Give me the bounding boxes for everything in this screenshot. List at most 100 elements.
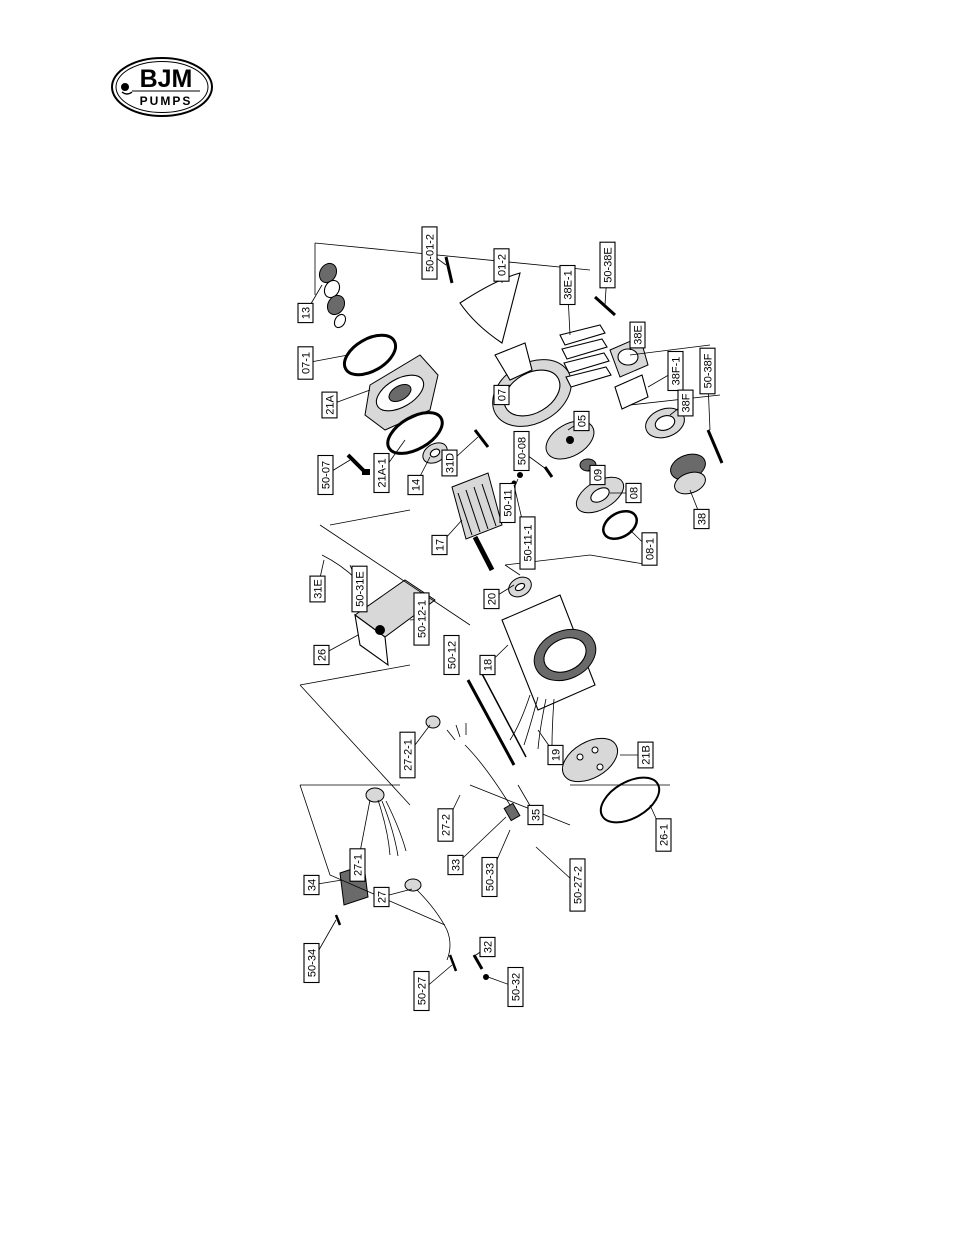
callout-box: 32 — [479, 936, 496, 958]
callout-38: 38 — [689, 489, 710, 530]
callout-box: 21A — [321, 391, 338, 419]
callout-label: 50-38F — [703, 353, 715, 388]
part-27-1-clamp — [365, 787, 407, 857]
callout-50-01-2: 50-01-2 — [421, 226, 447, 280]
callout-01-2: 01-2 — [493, 248, 510, 284]
part-50-34-screw — [334, 914, 342, 926]
callout-50-31E: 50-31E — [349, 564, 368, 613]
callout-box: 08 — [625, 482, 642, 504]
callout-box: 18 — [479, 654, 496, 676]
callout-box: 26 — [313, 644, 330, 666]
callout-label: 08 — [629, 487, 641, 499]
callout-box: 38E-1 — [559, 264, 576, 306]
callout-box: 31E — [309, 575, 326, 603]
callout-label: 38F-1 — [671, 357, 683, 386]
callout-label: 38 — [697, 513, 709, 525]
part-35-rods — [466, 669, 527, 766]
callout-18: 18 — [479, 644, 509, 676]
callout-label: 50-34 — [307, 949, 319, 977]
callout-label: 05 — [577, 415, 589, 427]
callout-19: 19 — [537, 729, 564, 766]
callout-box: 50-11 — [499, 482, 516, 524]
callout-box: 50-31E — [351, 565, 368, 613]
part-50-27-screw — [448, 954, 458, 972]
callout-label: 21B — [641, 745, 653, 765]
callout-label: 50-07 — [321, 461, 333, 489]
callout-08: 08 — [610, 482, 642, 504]
callout-box: 50-11-1 — [519, 516, 536, 570]
callout-box: 05 — [573, 410, 590, 432]
part-21b-end-plate — [562, 737, 618, 783]
callout-label: 26-1 — [659, 824, 671, 846]
callout-14: 14 — [407, 456, 431, 496]
part-01-2-plate — [459, 272, 521, 344]
part-32-screw — [472, 954, 484, 970]
callout-50-33: 50-33 — [481, 829, 511, 898]
callout-31D: 31D — [441, 436, 479, 477]
callout-27-2: 27-2 — [437, 794, 461, 842]
part-31d-pin — [473, 429, 490, 448]
callout-label: 50-08 — [517, 437, 529, 465]
callout-label: 27-2-1 — [403, 739, 415, 771]
callout-box: 34 — [303, 874, 320, 896]
callout-label: 08-1 — [645, 538, 657, 560]
callout-box: 13 — [297, 302, 314, 324]
callout-box: 50-32 — [507, 966, 524, 1008]
callout-label: 34 — [307, 879, 319, 891]
callout-label: 50-11-1 — [523, 524, 535, 561]
callout-13: 13 — [297, 284, 323, 324]
callout-box: 19 — [547, 744, 564, 766]
callout-box: 50-12-1 — [413, 592, 430, 646]
callout-50-11: 50-11 — [499, 478, 519, 524]
callout-50-12-1: 50-12-1 — [409, 592, 430, 646]
callout-label: 21A — [325, 395, 337, 415]
callout-17: 17 — [431, 519, 463, 556]
callout-label: 09 — [593, 469, 605, 481]
callout-38E: 38E — [629, 321, 646, 351]
callout-08-1: 08-1 — [629, 529, 658, 566]
callout-label: 26 — [317, 649, 329, 661]
callout-label: 50-33 — [485, 863, 497, 891]
part-50-32-washer — [483, 974, 489, 980]
callout-label: 50-01-2 — [425, 234, 437, 272]
callout-box: 50-01-2 — [421, 226, 438, 280]
callout-label: 27-2 — [441, 814, 453, 836]
callout-box: 14 — [407, 474, 424, 496]
callout-label: 27-1 — [353, 854, 365, 876]
callout-box: 38F-1 — [667, 350, 684, 392]
callout-50-07: 50-07 — [317, 454, 351, 496]
part-27-2-cable — [446, 723, 511, 806]
callout-33: 33 — [447, 816, 507, 876]
callout-box: 21B — [637, 741, 654, 769]
callout-label: 07 — [497, 389, 509, 401]
callout-label: 35 — [531, 809, 543, 821]
callout-label: 31D — [445, 453, 457, 473]
callout-35: 35 — [517, 784, 544, 826]
callout-box: 01-2 — [493, 248, 510, 282]
part-50-01-2-bolt — [444, 256, 454, 284]
callout-label: 50-11 — [503, 489, 515, 516]
callout-box: 50-34 — [303, 942, 320, 984]
callout-label: 01-2 — [497, 254, 509, 276]
callout-38F: 38F — [669, 389, 694, 417]
callout-box: 17 — [431, 534, 448, 556]
part-38f-1-gasket — [614, 374, 649, 410]
callout-box: 20 — [483, 588, 500, 610]
callout-label: 14 — [411, 479, 423, 491]
callout-38F-1: 38F-1 — [647, 350, 684, 392]
callout-05: 05 — [567, 410, 590, 432]
callout-label: 38E — [633, 325, 645, 345]
callout-38E-1: 38E-1 — [559, 264, 576, 336]
part-38f-flange — [645, 407, 685, 439]
callout-box: 27-1 — [349, 848, 366, 882]
callout-26-1: 26-1 — [649, 804, 672, 852]
callout-27: 27 — [373, 886, 413, 908]
callout-label: 13 — [301, 307, 313, 319]
callout-box: 50-07 — [317, 454, 334, 496]
callout-box: 33 — [447, 854, 464, 876]
callout-box: 38F — [677, 389, 694, 417]
callout-07: 07 — [493, 384, 511, 406]
callout-50-32: 50-32 — [487, 966, 524, 1008]
callout-21A-1: 21A-1 — [373, 439, 406, 494]
